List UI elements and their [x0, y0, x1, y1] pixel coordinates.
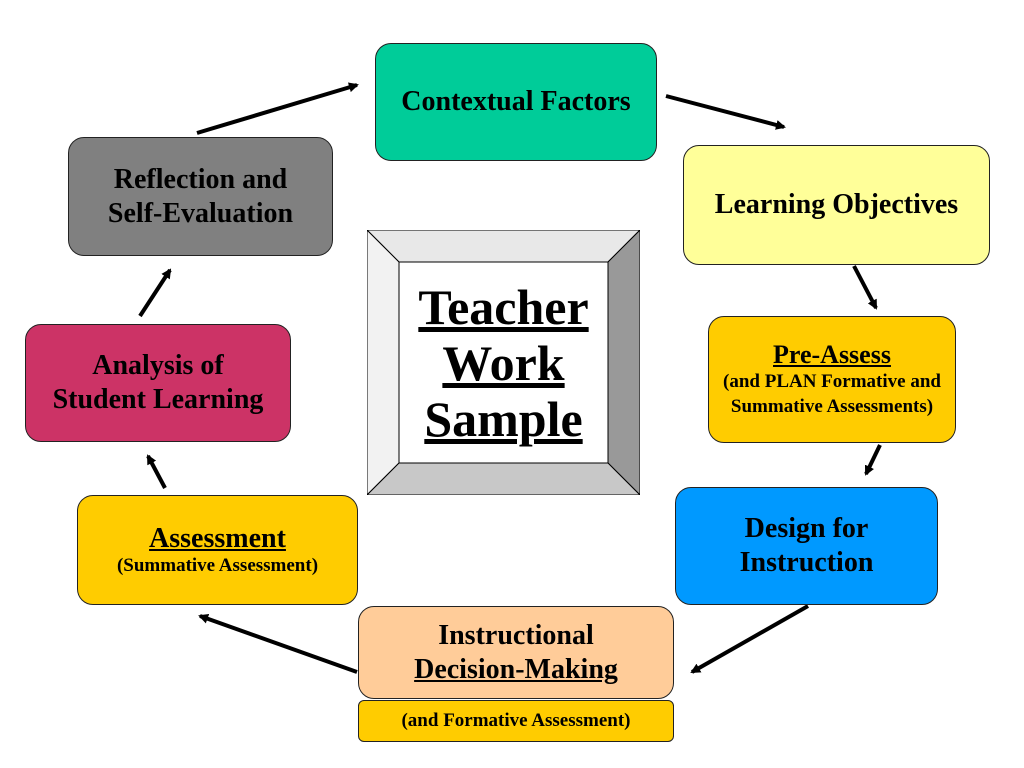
center-title-line1: Teacher — [418, 278, 589, 335]
arrow-contextual-to-objectives — [665, 94, 786, 130]
arrow-objectives-to-preassess — [852, 265, 878, 310]
node-contextual-factors: Contextual Factors — [375, 43, 657, 161]
node-learning-objectives-label: Learning Objectives — [714, 189, 959, 221]
arrow-reflection-to-contextual — [196, 82, 359, 135]
node-decision-subtitle-text: (and Formative Assessment) — [401, 709, 631, 731]
node-design-line2: Instruction — [739, 547, 874, 578]
node-reflection-line2: Self-Evaluation — [107, 197, 294, 229]
node-design-line1: Design for — [744, 513, 869, 545]
arrow-analysis-to-reflection — [138, 268, 172, 318]
center-title-line2: Work — [442, 334, 565, 391]
node-contextual-factors-label: Contextual Factors — [401, 86, 631, 118]
arrow-design-to-decision — [690, 604, 809, 674]
node-design-for-instruction: Design for Instruction — [675, 487, 938, 605]
arrow-assessment-to-analysis — [146, 454, 167, 489]
arrow-decision-to-assessment — [198, 613, 358, 674]
node-assessment: Assessment (Summative Assessment) — [77, 495, 358, 605]
node-pre-assess: Pre-Assess (and PLAN Formative and Summa… — [708, 316, 956, 443]
center-title: Teacher Work Sample — [399, 262, 608, 463]
node-reflection-self-evaluation: Reflection and Self-Evaluation — [68, 137, 333, 256]
center-title-line3: Sample — [424, 390, 583, 447]
node-reflection-line1: Reflection and — [113, 163, 288, 195]
node-analysis-line2: Student Learning — [52, 384, 264, 415]
node-decision-line2: Decision-Making — [414, 653, 618, 685]
node-instructional-decision-making: Instructional Decision-Making — [358, 606, 674, 699]
center-bevel-frame — [367, 230, 640, 495]
node-assessment-subtitle: (Summative Assessment) — [116, 555, 319, 577]
node-learning-objectives: Learning Objectives — [683, 145, 990, 265]
node-assessment-title: Assessment — [149, 522, 286, 554]
arrow-preassess-to-design — [864, 444, 882, 476]
node-decision-subtitle: (and Formative Assessment) — [358, 700, 674, 742]
node-analysis-student-learning: Analysis of Student Learning — [25, 324, 291, 442]
node-pre-assess-subtitle: (and PLAN Formative and Summative Assess… — [723, 371, 941, 418]
node-pre-assess-title: Pre-Assess — [773, 340, 891, 370]
node-analysis-line1: Analysis of — [92, 350, 224, 382]
node-decision-line1: Instructional — [438, 619, 594, 651]
